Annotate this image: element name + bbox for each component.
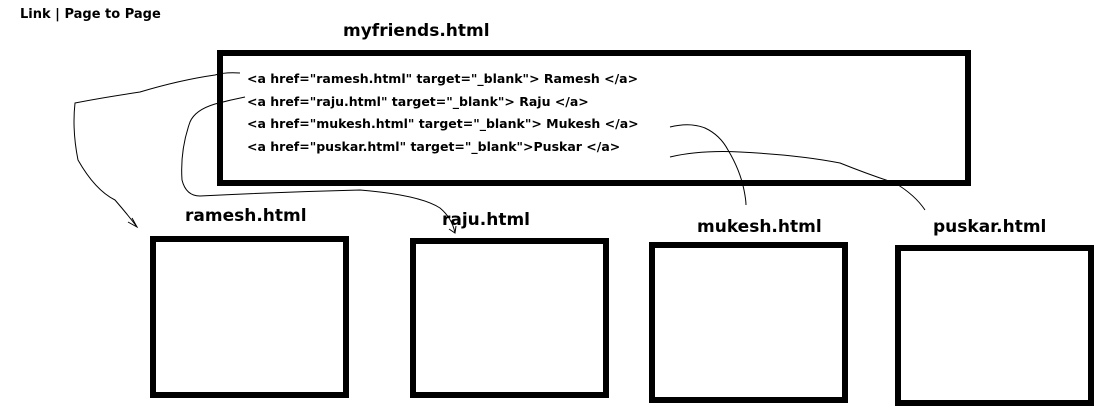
page-box-raju (410, 238, 609, 398)
code-line-ramesh: <a href="ramesh.html" target="_blank"> R… (247, 71, 639, 86)
code-lines: <a href="ramesh.html" target="_blank"> R… (247, 68, 639, 158)
main-file-label: myfriends.html (343, 21, 490, 41)
arrow-ramesh-head (127, 217, 139, 229)
page-box-puskar (895, 245, 1094, 406)
page-label-raju: raju.html (442, 210, 531, 230)
page-box-mukesh (649, 242, 848, 403)
page-label-ramesh: ramesh.html (185, 206, 307, 226)
page-label-mukesh: mukesh.html (697, 217, 822, 237)
code-line-puskar: <a href="puskar.html" target="_blank">Pu… (247, 138, 621, 154)
arrow-ramesh (73, 72, 241, 228)
page-box-ramesh (150, 236, 349, 398)
page-label-puskar: puskar.html (933, 217, 1047, 237)
diagram-title: Link | Page to Page (20, 7, 161, 22)
code-line-mukesh: <a href="mukesh.html" target="_blank"> M… (247, 116, 639, 131)
code-line-raju: <a href="raju.html" target="_blank"> Raj… (247, 93, 589, 109)
